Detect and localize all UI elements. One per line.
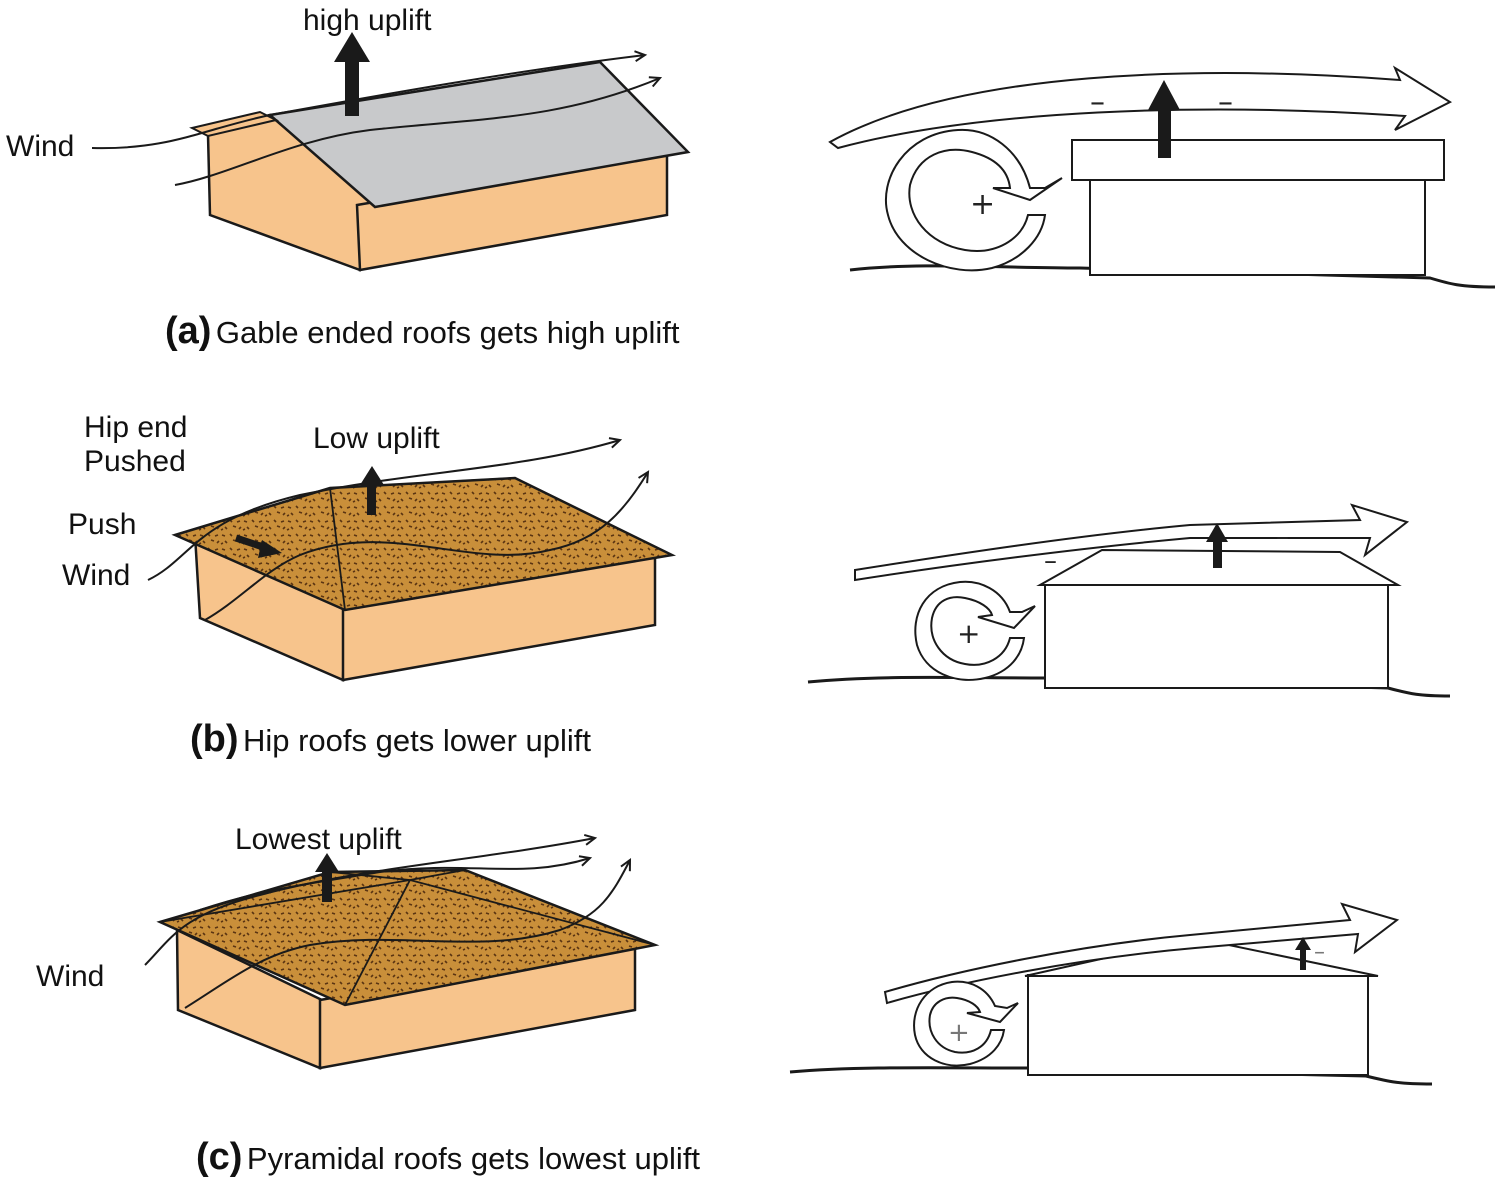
vortex-arrow-c (913, 980, 1019, 1067)
caption-text-c: Pyramidal roofs gets lowest uplift (246, 1141, 701, 1176)
suction-sign-left-a: – (1090, 85, 1105, 120)
wind-label-b: Wind (62, 559, 131, 592)
ground-line-b (807, 675, 1451, 698)
ground-line-c (789, 1066, 1433, 1086)
suction-sign-left-b: – (1044, 546, 1057, 576)
caption-tag-c: (c) (196, 1136, 243, 1178)
caption-tag-b: (b) (190, 718, 239, 760)
caption-text-a: Gable ended roofs gets high uplift (215, 315, 680, 350)
pyramid-house-drawing (144, 834, 660, 1070)
pressure-sign-b: + (957, 617, 981, 650)
suction-sign-right-c: – (1314, 940, 1325, 965)
wind-line-mid-c (199, 855, 593, 911)
vortex-arrow (885, 128, 1063, 272)
pressure-sign-c: + (948, 1018, 970, 1048)
gable-section-drawing (828, 65, 1496, 289)
hip-end-label: Hip end (84, 411, 188, 444)
caption-text-b: Hip roofs gets lower uplift (242, 723, 592, 758)
section-roof-slab (1071, 139, 1445, 181)
pyramid-roof (156, 868, 660, 1007)
gable-roof (267, 60, 691, 209)
uplift-arrow-small (360, 466, 384, 515)
push-label: Push (68, 508, 137, 541)
vortex-arrow-b (914, 580, 1036, 681)
pushed-label: Pushed (84, 445, 186, 478)
hip-section-drawing (807, 503, 1451, 698)
uplift-arrow-large (334, 32, 370, 116)
wind-line-top (91, 50, 648, 150)
lowest-uplift-label: Lowest uplift (235, 823, 402, 856)
wind-label-a: Wind (6, 130, 75, 163)
wind-label-c: Wind (36, 960, 105, 993)
caption-tag-a: (a) (165, 310, 212, 352)
section-building-wall (1089, 177, 1426, 276)
push-arrow (234, 534, 282, 558)
high-uplift-label: high uplift (303, 4, 432, 37)
ground-line (849, 264, 1496, 289)
uplift-arrow-c (315, 853, 339, 902)
gable-house-drawing (91, 32, 691, 272)
suction-sign-right-b: – (1276, 522, 1289, 552)
pressure-sign-a: + (970, 187, 996, 222)
caption-c: (c) Pyramidal roofs gets lowest uplift (196, 1138, 700, 1176)
wind-line-top-b (147, 437, 623, 581)
low-uplift-label: Low uplift (313, 422, 440, 455)
uplift-arrow-section (1148, 80, 1180, 158)
flow-arrow-b (854, 503, 1410, 582)
section-building-wall-b (1044, 582, 1389, 689)
hip-house-drawing (147, 437, 677, 682)
flow-arrow (828, 65, 1453, 150)
pyramid-section-drawing (789, 902, 1433, 1086)
uplift-arrow-section-c (1295, 937, 1311, 970)
suction-sign-right-a: – (1218, 85, 1233, 120)
hip-ridge-line (174, 477, 516, 611)
caption-a: (a) Gable ended roofs gets high uplift (165, 312, 680, 350)
wind-line-bottom-c (184, 858, 632, 1009)
uplift-arrow-section-b (1206, 523, 1228, 568)
section-building-wall-c (1027, 974, 1369, 1076)
caption-b: (b) Hip roofs gets lower uplift (190, 720, 591, 758)
flow-arrow-c (883, 902, 1400, 1005)
wind-line-bottom-b (204, 470, 650, 621)
wind-line-bottom (174, 76, 663, 186)
